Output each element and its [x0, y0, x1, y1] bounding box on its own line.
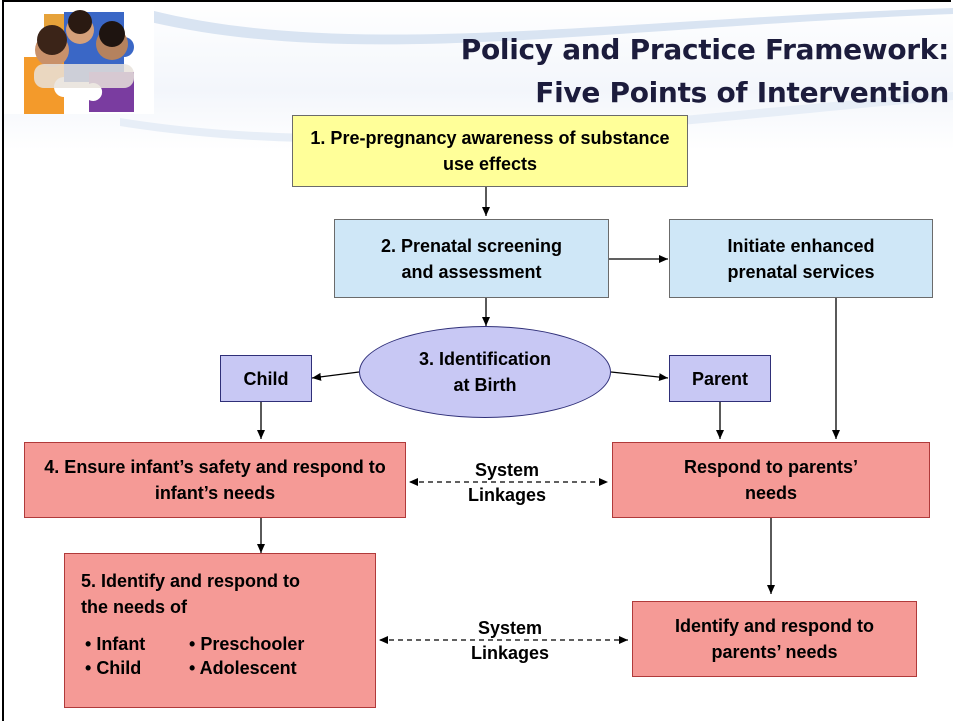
- title-line-1: Policy and Practice Framework:: [460, 33, 950, 66]
- step4-label: 4. Ensure infant’s safety and respond to…: [44, 457, 386, 503]
- parent-label: Parent: [691, 368, 749, 389]
- page-title: Policy and Practice Framework: Five Poin…: [460, 28, 950, 114]
- bullet-adolescent: • Adolescent: [189, 658, 297, 678]
- step1-label: 1. Pre-pregnancy awareness of substance …: [310, 128, 670, 174]
- child-box: Child: [220, 355, 312, 402]
- step5-identify-needs-box: 5. Identify and respond to the needs of …: [64, 553, 376, 708]
- step3-label: 3. Identification at Birth: [418, 349, 551, 395]
- step4-infant-safety-box: 4. Ensure infant’s safety and respond to…: [24, 442, 406, 518]
- step1-pre-pregnancy-box: 1. Pre-pregnancy awareness of substance …: [292, 115, 688, 187]
- step2-prenatal-screening-box: 2. Prenatal screening and assessment: [334, 219, 609, 298]
- bullet-infant: • Infant: [85, 634, 146, 654]
- child-label: Child: [243, 368, 289, 389]
- system-linkages-upper: System Linkages: [467, 460, 547, 505]
- title-line-2: Five Points of Intervention: [535, 76, 949, 109]
- bullet-child: • Child: [85, 658, 142, 678]
- respond-parents-label: Respond to parents’ needs: [683, 457, 858, 503]
- respond-parents-box: Respond to parents’ needs: [612, 442, 930, 518]
- parent-box: Parent: [669, 355, 771, 402]
- family-puzzle-logo: [4, 2, 154, 114]
- enhanced-services-box: Initiate enhanced prenatal services: [669, 219, 933, 298]
- identify-parents-box: Identify and respond to parents’ needs: [632, 601, 917, 677]
- bullet-preschooler: • Preschooler: [189, 634, 305, 654]
- step5-label: 5. Identify and respond to the needs of: [81, 571, 301, 617]
- system-linkages-lower: System Linkages: [470, 618, 550, 663]
- step3-identification-ellipse: 3. Identification at Birth: [359, 326, 611, 418]
- arrow-step3-to-child: [311, 371, 360, 381]
- arrow-step3-to-parent: [610, 371, 669, 382]
- step2-label: 2. Prenatal screening and assessment: [380, 235, 563, 282]
- enhanced-services-label: Initiate enhanced prenatal services: [727, 235, 875, 282]
- identify-parents-label: Identify and respond to parents’ needs: [674, 616, 874, 662]
